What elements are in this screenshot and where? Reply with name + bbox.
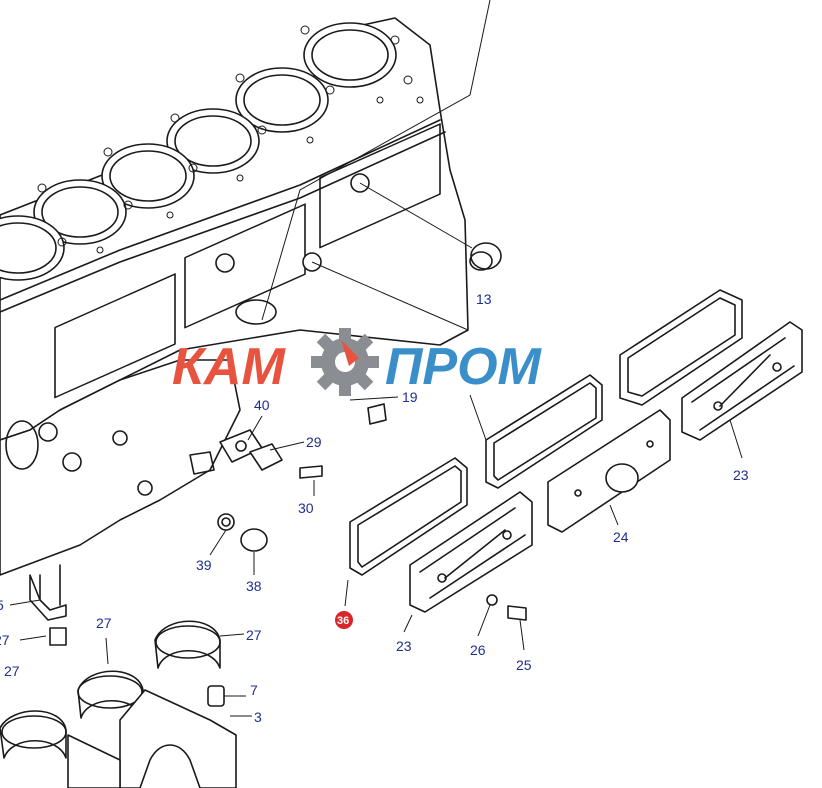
callout-27-c: 27: [4, 663, 20, 679]
callout-19: 19: [402, 389, 418, 405]
breather-parts: [189, 396, 399, 575]
callout-13: 13: [476, 291, 492, 307]
plug-13: [311, 182, 502, 331]
callout-36: 36: [337, 615, 349, 627]
callout-23-right: 23: [733, 467, 749, 483]
callout-38: 38: [246, 578, 262, 594]
bearing-shells: [0, 574, 252, 788]
callout-25: 25: [516, 657, 532, 673]
callout-26: 26: [470, 642, 486, 658]
callout-29: 29: [306, 434, 322, 450]
callout-27-d: 27: [0, 632, 10, 648]
callout-30: 30: [298, 500, 314, 516]
logo-word-left: КАМ: [172, 338, 287, 396]
callout-7: 7: [250, 682, 258, 698]
kamprom-logo: КАМ ПРОМ: [172, 328, 543, 396]
callout-40: 40: [254, 397, 270, 413]
highlight-dot: [335, 611, 353, 629]
gear-icon: [311, 328, 379, 396]
callout-labels: 13 19 40 29 30 39 38 23 24 23 26 25 36 2…: [0, 291, 749, 725]
callout-27-b: 27: [246, 627, 262, 643]
gaskets: [349, 289, 743, 576]
tappet-covers: [344, 321, 803, 651]
callout-23-left: 23: [396, 638, 412, 654]
callout-3: 3: [254, 709, 262, 725]
callout-24: 24: [613, 529, 629, 545]
logo-word-right: ПРОМ: [385, 338, 543, 396]
callout-5: 5: [0, 597, 4, 613]
callout-39: 39: [196, 557, 212, 573]
callout-27-a: 27: [96, 615, 112, 631]
